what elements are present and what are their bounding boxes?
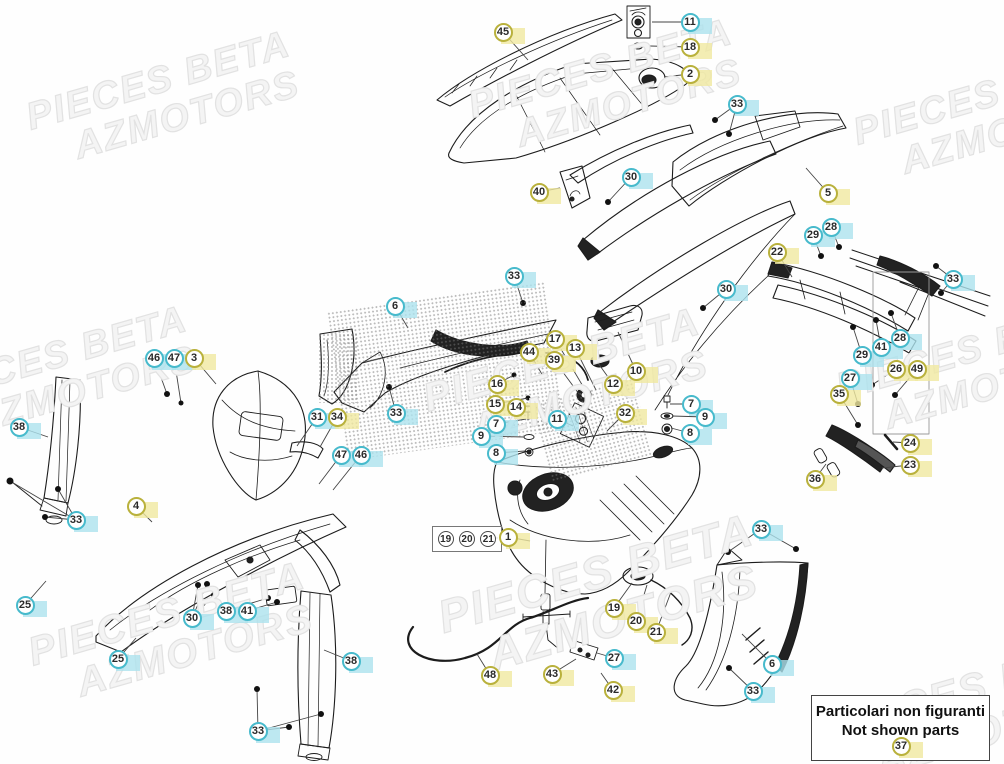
callout-30[interactable]: 30 [182,608,214,630]
callout-16[interactable]: 16 [487,374,519,396]
callout-20[interactable]: 20 [626,611,658,633]
callout-2[interactable]: 2 [680,64,712,86]
fork-guard-right-part-38 [264,585,337,761]
callout-26[interactable]: 26 [886,359,918,381]
callout-22[interactable]: 22 [767,242,799,264]
callout-4[interactable]: 4 [126,496,158,518]
callout-29[interactable]: 29 [852,345,884,367]
callout-25[interactable]: 25 [15,595,47,617]
callout-12[interactable]: 12 [603,374,635,396]
legend-line-italian: Particolari non figuranti [815,703,986,720]
fuel-cap-part [622,566,693,646]
callout-8[interactable]: 8 [680,423,712,445]
callout-38[interactable]: 38 [341,651,373,673]
callout-49[interactable]: 49 [907,359,939,381]
callout-30[interactable]: 30 [716,279,748,301]
callout-3[interactable]: 3 [184,348,216,370]
headlight-mask-part-3 [212,370,306,501]
callout-40[interactable]: 40 [529,182,561,204]
callout-23[interactable]: 23 [900,455,932,477]
callout-9[interactable]: 9 [695,407,727,429]
callout-35[interactable]: 35 [829,384,861,406]
callout-6[interactable]: 6 [385,296,417,318]
callout-47[interactable]: 47 [331,445,363,467]
callout-24[interactable]: 24 [900,433,932,455]
group-box-19-20-21: 19 20 21 [432,526,502,552]
callout-31[interactable]: 31 [307,407,339,429]
callout-13[interactable]: 13 [565,338,597,360]
callout-37[interactable]: 37 [891,736,923,758]
callout-42[interactable]: 42 [603,680,635,702]
legend-line-english: Not shown parts [841,721,960,739]
group-callout-21[interactable]: 21 [480,531,497,547]
callout-5[interactable]: 5 [818,183,850,205]
callout-27[interactable]: 27 [840,368,872,390]
callout-15[interactable]: 15 [485,394,517,416]
callout-33[interactable]: 33 [504,266,536,288]
callout-38[interactable]: 38 [9,417,41,439]
side-panel-pair-part-22 [767,261,917,354]
callout-33[interactable]: 33 [386,403,418,425]
callout-17[interactable]: 17 [545,329,577,351]
callout-46[interactable]: 46 [351,445,383,467]
callout-19[interactable]: 19 [604,598,636,620]
front-fender-part-4 [95,513,347,653]
callout-44[interactable]: 44 [519,342,551,364]
callout-36[interactable]: 36 [805,469,837,491]
callout-11[interactable]: 11 [547,409,579,431]
callout-32[interactable]: 32 [615,403,647,425]
callout-33[interactable]: 33 [743,681,775,703]
callout-25[interactable]: 25 [108,649,140,671]
callout-30[interactable]: 30 [621,167,653,189]
not-shown-parts-box: Particolari non figuranti Not shown part… [811,695,990,761]
fuel-tank-part-1 [493,431,701,595]
seat-cover-part [436,13,623,107]
callout-28[interactable]: 28 [890,328,922,350]
callout-33[interactable]: 33 [248,721,280,743]
callout-21[interactable]: 21 [646,622,678,644]
callout-6[interactable]: 6 [762,654,794,676]
callout-27[interactable]: 27 [604,648,636,670]
callout-45[interactable]: 45 [493,22,525,44]
callout-46[interactable]: 46 [144,348,176,370]
callout-47[interactable]: 47 [164,348,196,370]
callout-48[interactable]: 48 [480,665,512,687]
callout-33[interactable]: 33 [727,94,759,116]
callout-33[interactable]: 33 [943,269,975,291]
callout-33[interactable]: 33 [751,519,783,541]
callout-39[interactable]: 39 [544,350,576,372]
callout-10[interactable]: 10 [626,361,658,383]
seat-lock-part [626,5,651,50]
group-callout-19[interactable]: 19 [437,531,454,547]
bracket-part-40 [559,165,591,209]
callout-18[interactable]: 18 [680,37,712,59]
callout-8[interactable]: 8 [486,443,518,465]
callout-28[interactable]: 28 [821,217,853,239]
callout-14[interactable]: 14 [506,397,538,419]
callout-1[interactable]: 1 [498,527,530,549]
tail-support-parts [813,424,899,478]
callout-34[interactable]: 34 [327,407,359,429]
callout-38[interactable]: 38 [216,601,248,623]
callout-41[interactable]: 41 [871,337,903,359]
callout-43[interactable]: 43 [542,664,574,686]
group-callout-20[interactable]: 20 [458,531,475,547]
callout-41[interactable]: 41 [237,601,269,623]
callout-11[interactable]: 11 [680,12,712,34]
callout-9[interactable]: 9 [471,426,503,448]
callout-33[interactable]: 33 [66,510,98,532]
callout-29[interactable]: 29 [803,225,835,247]
fuel-hose-part-48 [407,596,590,662]
rear-fender-part-5 [671,110,847,207]
fork-guard-left-part-38 [11,376,81,525]
